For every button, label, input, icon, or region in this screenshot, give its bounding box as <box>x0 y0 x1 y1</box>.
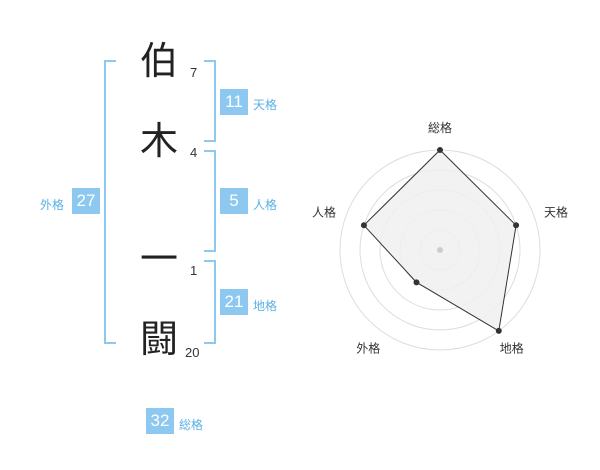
gaikaku-bracket <box>104 60 116 344</box>
soukaku-value: 32 <box>146 408 174 434</box>
radar-axis-label: 外格 <box>356 341 380 356</box>
chikaku-bracket <box>204 260 216 344</box>
chikaku-label: 地格 <box>253 299 278 313</box>
name-char-3: 一 <box>140 237 179 281</box>
stroke-count-4: 20 <box>185 345 200 360</box>
radar-polygon <box>363 149 517 332</box>
jinkaku-bracket <box>204 150 216 252</box>
name-char-2: 木 <box>140 119 179 163</box>
radar-point <box>495 327 502 334</box>
tenkaku-value: 11 <box>220 89 248 115</box>
tenkaku-bracket <box>204 60 216 142</box>
soukaku-label: 総格 <box>179 418 204 432</box>
radar-point <box>513 222 520 229</box>
radar-point <box>437 147 443 153</box>
radar-center-dot <box>437 247 443 253</box>
tenkaku-label: 天格 <box>253 98 278 112</box>
gaikaku-value: 27 <box>72 188 100 214</box>
radar-axis-label: 人格 <box>312 204 336 219</box>
stroke-count-3: 1 <box>190 263 198 278</box>
stroke-count-2: 4 <box>190 145 198 160</box>
jinkaku-label: 人格 <box>253 198 278 212</box>
chikaku-value: 21 <box>220 289 248 315</box>
radar-axis-label: 総格 <box>428 120 452 135</box>
jinkaku-value: 5 <box>220 188 248 214</box>
radar-axis-label: 天格 <box>544 204 568 219</box>
gaikaku-label: 外格 <box>40 198 65 212</box>
radar-point <box>413 279 420 286</box>
radar-axis-label: 地格 <box>500 341 524 356</box>
radar-point <box>360 222 367 229</box>
name-char-4: 闘 <box>140 317 179 361</box>
name-char-1: 伯 <box>140 39 179 83</box>
stroke-count-1: 7 <box>190 65 198 80</box>
